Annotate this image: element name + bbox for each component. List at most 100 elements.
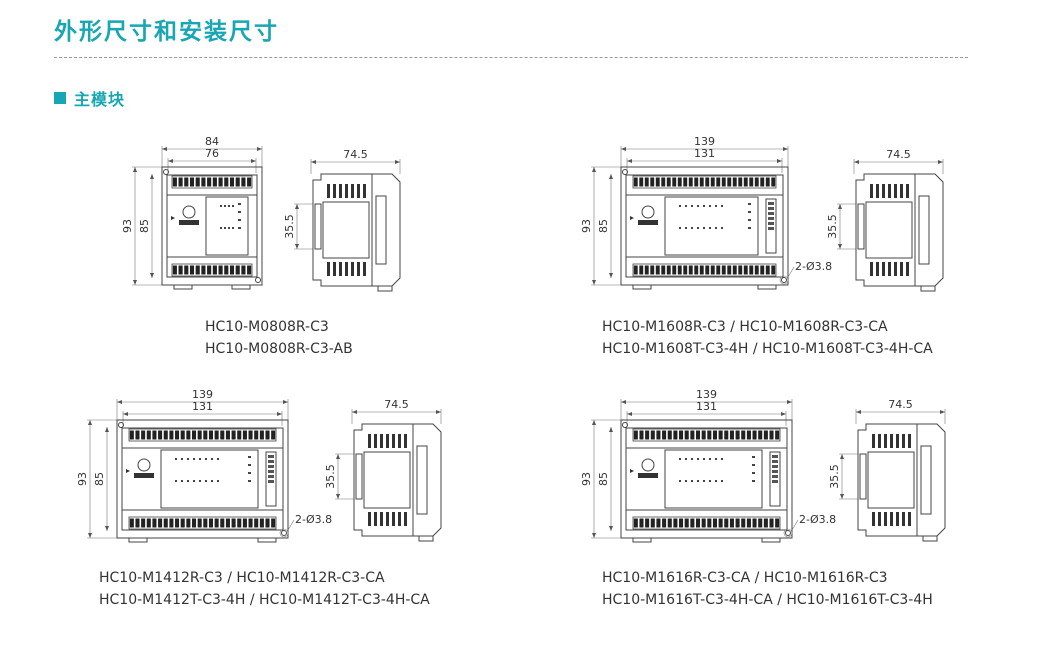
terminal-screw [735, 430, 740, 440]
terminal-screw [710, 177, 715, 187]
vent-slot [357, 262, 360, 276]
vent-slot [357, 184, 360, 198]
brand-logo-icon [641, 458, 655, 472]
terminal-screw [180, 518, 185, 528]
port-pin [268, 470, 274, 473]
din-clip [761, 537, 781, 543]
dim-arrow [592, 420, 596, 425]
terminal-screw [259, 430, 264, 440]
dim-arrow [854, 160, 859, 164]
terminal-screw [146, 430, 151, 440]
module-body [161, 166, 263, 286]
side-outline [855, 173, 944, 287]
terminal-screw [752, 430, 757, 440]
io-led [187, 458, 189, 460]
terminal-screw [254, 430, 259, 440]
terminal-screw [172, 265, 177, 275]
terminal-screw [712, 430, 718, 440]
io-led [211, 458, 213, 460]
side-window [918, 195, 930, 265]
terminal-screw [699, 265, 704, 275]
indicator-window [160, 449, 259, 509]
dimension-height-outer: 93 [580, 472, 593, 486]
terminal-screw [672, 265, 677, 275]
terminal-screw [242, 430, 247, 440]
terminal-screw [639, 430, 644, 440]
port-pin [768, 207, 774, 210]
terminal-screw [683, 177, 688, 187]
vent-slot [890, 512, 893, 526]
din-clip [418, 535, 434, 542]
dimension-rail: 35.5 [828, 464, 841, 489]
status-led [238, 211, 241, 213]
io-led [691, 458, 693, 460]
terminal-screw [732, 265, 737, 275]
io-led [175, 480, 177, 482]
status-led [248, 480, 251, 482]
io-led [205, 480, 207, 482]
vent-slot [900, 184, 903, 198]
port-pin [772, 455, 778, 458]
terminal-screw [633, 430, 638, 440]
io-led [224, 205, 226, 207]
terminal-screw [231, 518, 236, 528]
terminal-screw [701, 518, 706, 528]
panel-4-caption: HC10-M1616R-C3-CA / HC10-M1616R-C3 HC10-… [602, 567, 933, 611]
terminal-screw [732, 177, 737, 187]
dimension-depth: 74.5 [343, 148, 368, 161]
terminal-screw [135, 430, 140, 440]
vent-slot [908, 512, 911, 526]
vent-slot [896, 434, 899, 448]
port-pin [772, 480, 778, 483]
terminal-screw [749, 177, 754, 187]
din-rail-slot [857, 203, 865, 250]
terminal-screw [666, 265, 671, 275]
dim-arrow [295, 204, 299, 209]
terminal-screw [667, 518, 672, 528]
port-pin [772, 470, 778, 473]
io-led [709, 205, 711, 207]
terminal-screw [129, 518, 134, 528]
terminal-screw [271, 430, 276, 440]
side-view: 74.535.5 [828, 398, 946, 542]
indicator-window [664, 196, 759, 256]
terminal-screw [225, 518, 230, 528]
mounting-hole [785, 530, 791, 536]
vent-slot [327, 184, 330, 198]
model-name: HC10-M1616R-C3-CA / HC10-M1616R-C3 [602, 570, 888, 586]
terminal-screw [186, 430, 191, 440]
terminal-screw [679, 430, 684, 440]
side-window [920, 445, 932, 515]
terminal-screw [765, 265, 770, 275]
terminal-screw [212, 177, 217, 187]
status-led [238, 203, 241, 205]
terminal-screw [201, 177, 206, 187]
din-clip [922, 535, 938, 542]
terminal-screw [248, 518, 253, 528]
dim-arrow [133, 167, 137, 172]
dim-arrow [592, 533, 596, 538]
terminal-screw [716, 265, 721, 275]
module-frame [166, 174, 258, 278]
dim-arrow [940, 410, 945, 414]
mounting-hole [255, 277, 261, 283]
terminal-screw [741, 518, 746, 528]
dimension-width-inner: 131 [192, 400, 213, 413]
terminal-screw [684, 430, 689, 440]
side-outline [312, 173, 401, 287]
dimension-depth: 74.5 [886, 148, 911, 161]
hole-callout-ring [279, 528, 289, 538]
io-led [697, 458, 699, 460]
port-pin [268, 475, 274, 478]
terminal-screw [688, 177, 693, 187]
front-panel [625, 194, 784, 258]
terminal-screw [705, 265, 710, 275]
comm-port [765, 198, 777, 254]
dim-arrow [838, 244, 842, 249]
terminal-screw [169, 430, 174, 440]
terminal-screw [158, 518, 163, 528]
terminal-screw [775, 430, 780, 440]
io-led [175, 458, 177, 460]
terminal-screw [662, 430, 667, 440]
